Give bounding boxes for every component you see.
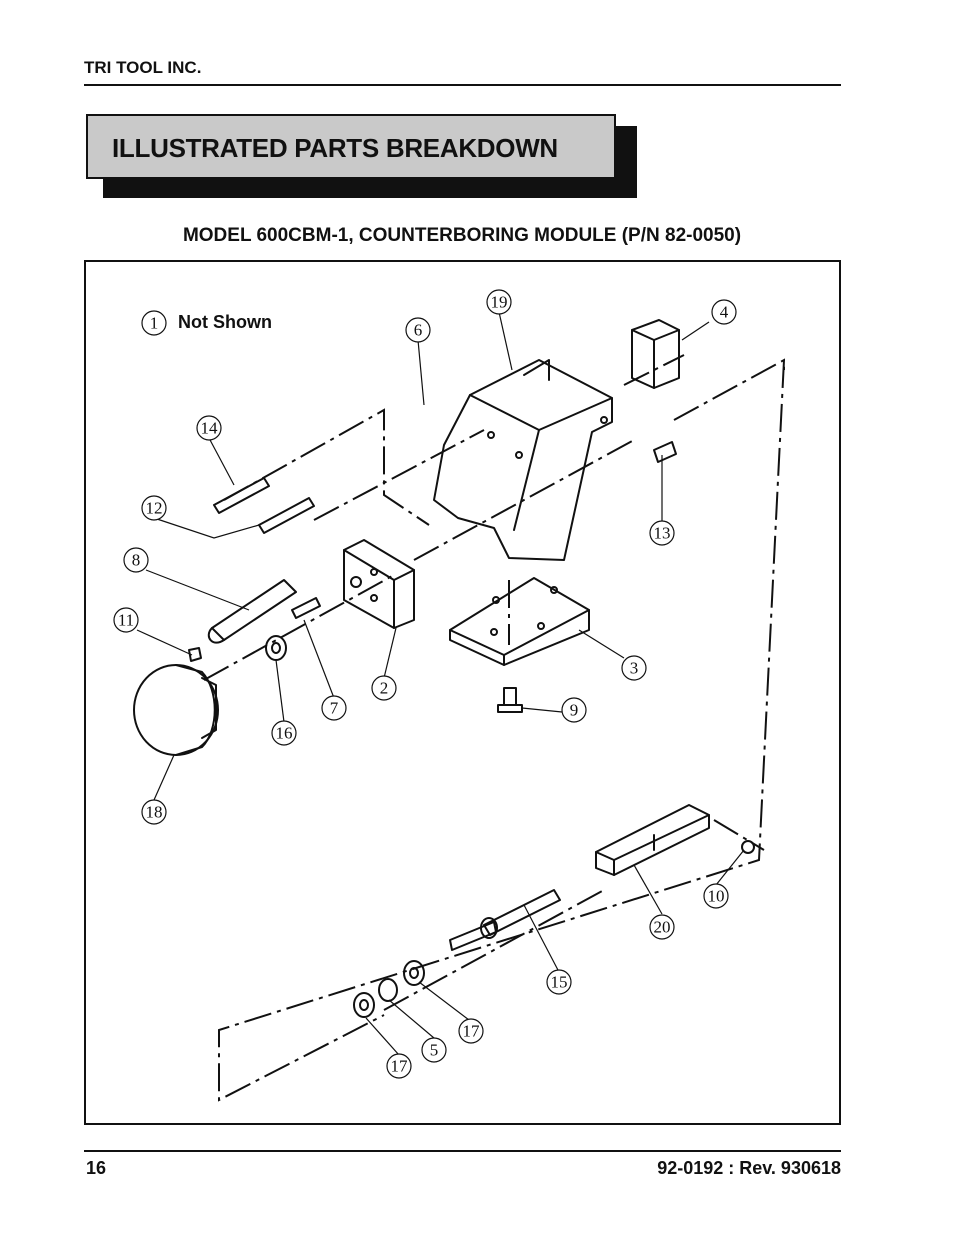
diagram-frame [84,260,841,1125]
callout-label: 7 [330,699,339,718]
section-title: ILLUSTRATED PARTS BREAKDOWN [112,133,558,163]
callout-label: 14 [201,419,219,438]
figure-subtitle: MODEL 600CBM-1, COUNTERBORING MODULE (P/… [0,225,954,247]
callout-label: 3 [630,659,639,678]
footer-rule [84,1150,841,1152]
page-number: 16 [86,1158,107,1178]
callout-label: 13 [654,524,671,543]
callout-label: 17 [463,1022,481,1041]
figure-subtitle-text: MODEL 600CBM-1, COUNTERBORING MODULE (P/… [182,225,742,246]
callout-label: 15 [551,973,568,992]
header-rule [84,84,841,86]
callout-label: 2 [380,679,389,698]
title-box [86,114,616,179]
company-name: TRI TOOL INC. [84,58,202,77]
callout-label: 6 [414,321,423,340]
callout-label: 9 [570,701,579,720]
callout-label: 16 [276,724,293,743]
callout-label: 12 [146,499,163,518]
callout-label: 11 [118,611,134,630]
callout-label: 17 [391,1057,409,1076]
callout-label: 20 [654,918,671,937]
callout-label: 5 [430,1041,439,1060]
legend-text: Not Shown [178,312,272,332]
callout-label: 18 [146,803,163,822]
document-revision: 92-0192 : Rev. 930618 [657,1158,841,1178]
callout-label: 8 [132,551,141,570]
callout-label: 19 [491,293,508,312]
legend-callout-number: 1 [150,314,159,333]
callout-label: 4 [720,303,729,322]
parts-diagram: 1 19 4 6 14 12 13 8 11 2 7 16 3 9 18 10 … [113,289,785,1102]
callout-label: 10 [708,887,725,906]
